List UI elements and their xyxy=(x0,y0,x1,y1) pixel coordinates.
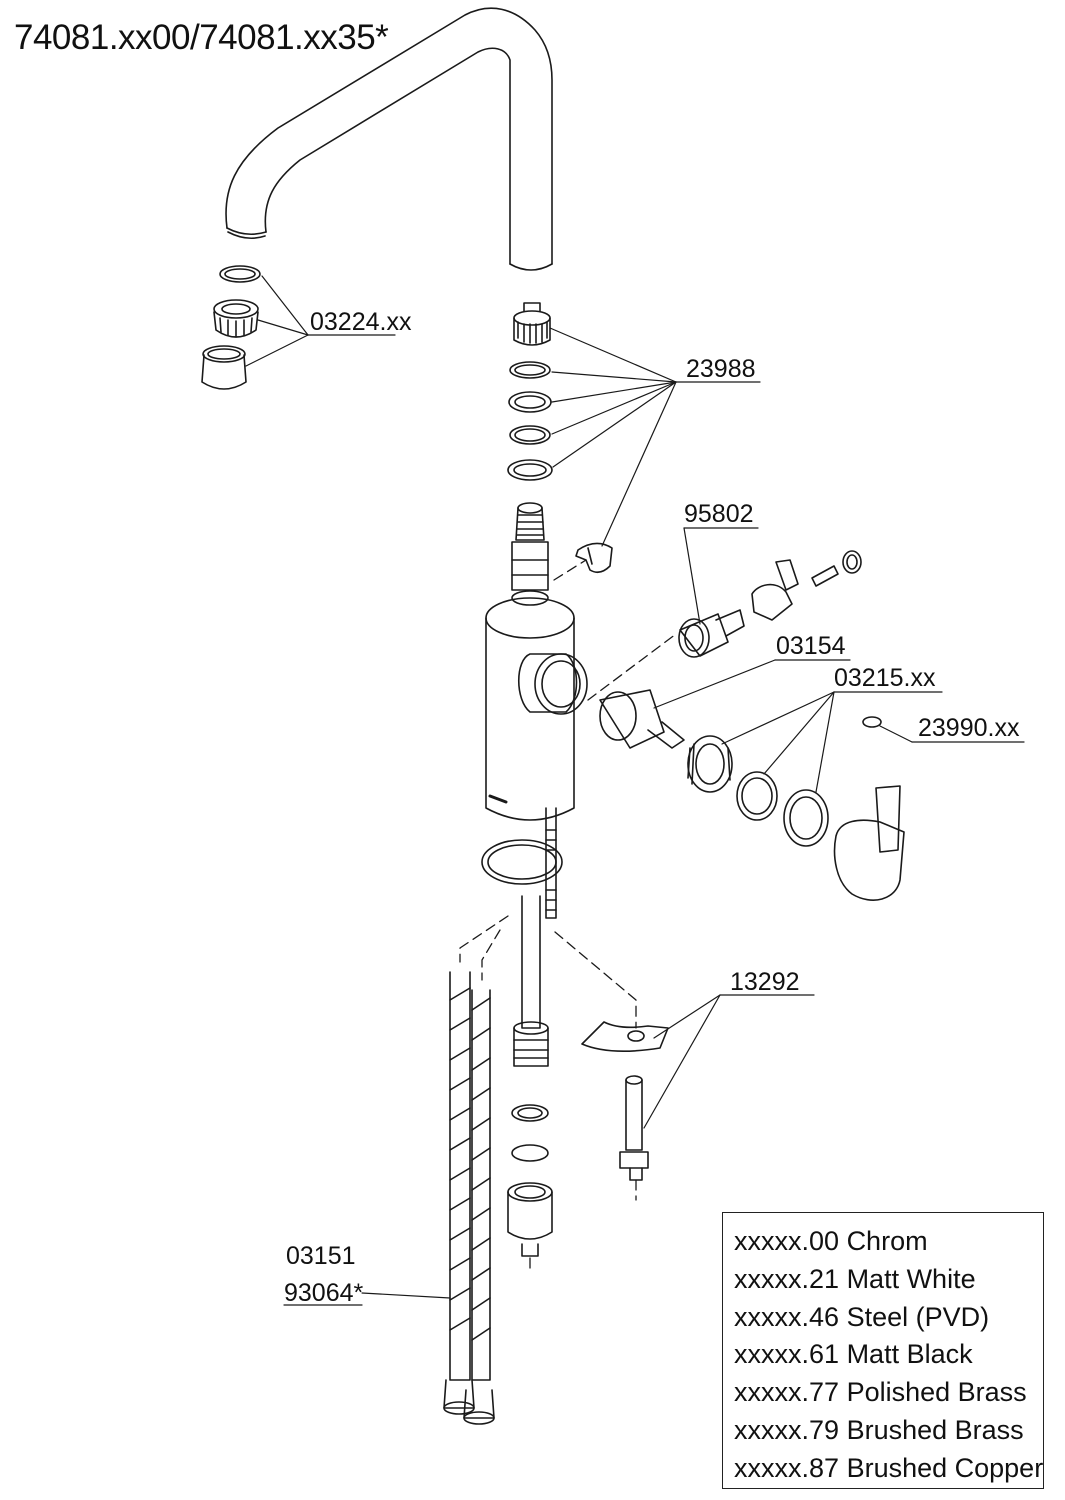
part-label-aerator: 03224.xx xyxy=(310,308,412,336)
cartridge-parts xyxy=(599,689,685,749)
spout xyxy=(225,7,553,271)
base-parts xyxy=(481,807,563,1257)
finish-name: Brushed Copper xyxy=(846,1452,1044,1483)
legend-row: xxxxx.00 Chrom xyxy=(734,1223,1043,1261)
faucet-body xyxy=(485,597,588,821)
legend-row: xxxxx.61 Matt Black xyxy=(734,1336,1043,1374)
page-title: 74081.xx00/74081.xx35* xyxy=(14,18,389,57)
assembly-lines xyxy=(459,559,677,1271)
finish-code: xxxxx.87 xyxy=(734,1452,840,1483)
part-label-hose-2: 93064* xyxy=(284,1279,364,1307)
finish-name: Steel (PVD) xyxy=(846,1301,990,1332)
part-label-diverter: 95802 xyxy=(684,500,754,528)
part-label-hose-1: 03151 xyxy=(286,1242,356,1270)
finish-name: Chrom xyxy=(846,1226,928,1256)
lever-handle xyxy=(833,716,905,901)
finish-code: xxxxx.61 xyxy=(734,1339,840,1370)
spout-connector xyxy=(511,502,549,606)
supply-hoses xyxy=(443,971,495,1425)
legend-row: xxxxx.77 Polished Brass xyxy=(734,1374,1043,1412)
leader-lines xyxy=(245,275,1025,1306)
finish-code: xxxxx.46 xyxy=(734,1301,840,1332)
legend-row: xxxxx.46 Steel (PVD) xyxy=(734,1299,1043,1337)
spout-seal-parts xyxy=(507,302,613,574)
finish-name: Polished Brass xyxy=(846,1377,1027,1408)
finish-code: xxxxx.77 xyxy=(734,1377,840,1408)
part-label-cartridge: 03154 xyxy=(776,632,846,660)
finish-name: Matt White xyxy=(846,1263,976,1294)
finish-code: xxxxx.00 xyxy=(734,1226,840,1256)
finish-code: xxxxx.21 xyxy=(734,1263,840,1294)
legend-row: xxxxx.79 Brushed Brass xyxy=(734,1412,1043,1450)
finish-legend: xxxxx.00 Chrom xxxxx.21 Matt White xxxxx… xyxy=(722,1212,1044,1489)
nut-set-parts xyxy=(687,735,829,847)
part-label-nut-set: 03215.xx xyxy=(834,664,936,692)
part-label-fixing-set: 13292 xyxy=(730,968,800,996)
diverter-parts xyxy=(678,550,862,658)
legend-row: xxxxx.87 Brushed Copper xyxy=(734,1450,1043,1488)
aerator-parts xyxy=(201,265,261,390)
part-label-cap: 23990.xx xyxy=(918,714,1020,742)
legend-row: xxxxx.21 Matt White xyxy=(734,1261,1043,1299)
finish-name: Matt Black xyxy=(846,1339,973,1370)
fixing-set-parts xyxy=(581,1021,669,1181)
finish-code: xxxxx.79 xyxy=(734,1414,840,1445)
finish-name: Brushed Brass xyxy=(846,1414,1024,1445)
part-label-spout-seals: 23988 xyxy=(686,355,756,383)
